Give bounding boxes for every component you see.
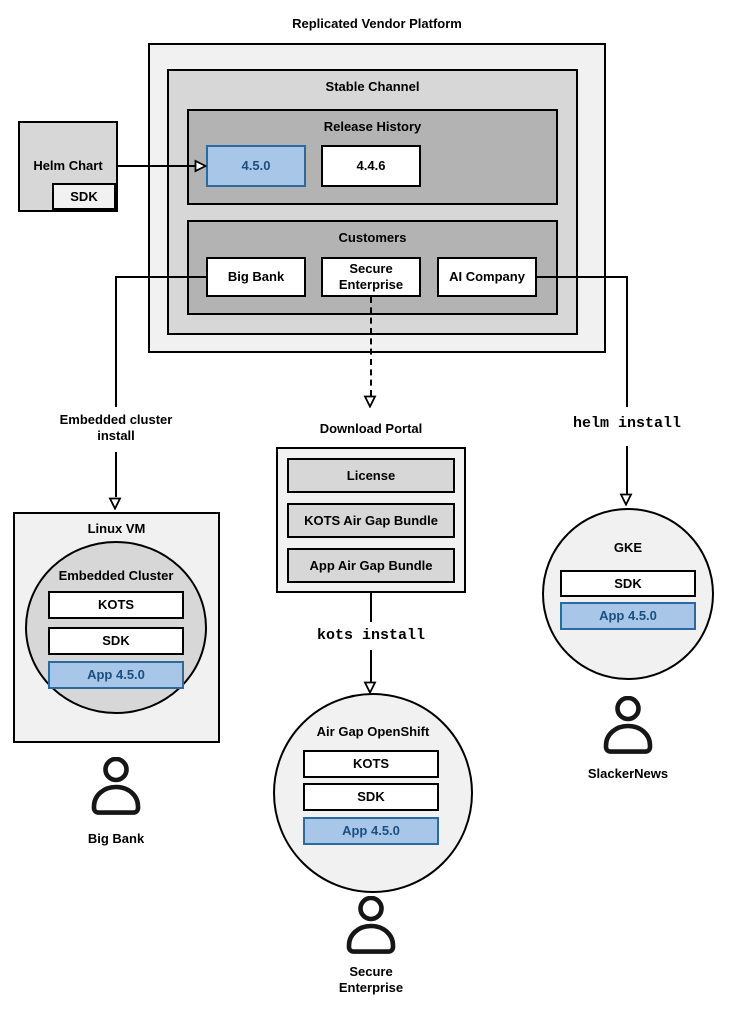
component-kots: KOTS (303, 750, 439, 778)
arrow-down-icon (619, 493, 633, 506)
component-sdk: SDK (48, 627, 184, 655)
arrow-down-icon (108, 497, 122, 510)
airgap-openshift-label: Air Gap OpenShift (316, 724, 430, 739)
user-icon (603, 696, 653, 754)
arrow-right-icon (194, 159, 207, 173)
customer-secure-enterprise: Secure Enterprise (321, 257, 421, 297)
edge-label-kots-install: kots install (316, 627, 426, 644)
ai-company-connector-vline (626, 276, 628, 407)
user-icon (91, 757, 141, 815)
secure-enterprise-dashed-line (370, 297, 372, 396)
gke-label: GKE (613, 540, 643, 555)
user-label-secure-enterprise: Secure Enterprise (338, 964, 404, 996)
embedded-cluster-label: Embedded Cluster (58, 568, 174, 583)
helm-chart-arrow-line (116, 165, 198, 167)
edge-label-helm-install: helm install (572, 415, 682, 432)
release-version-446: 4.4.6 (321, 145, 421, 187)
portal-item-license: License (287, 458, 455, 493)
release-version-450: 4.5.0 (206, 145, 306, 187)
component-kots: KOTS (48, 591, 184, 619)
helm-install-arrow-line (626, 446, 628, 494)
customer-ai-company: AI Company (437, 257, 537, 297)
helm-chart-label: Helm Chart (33, 158, 103, 173)
ai-company-connector-hline (536, 276, 628, 278)
big-bank-arrow-line (115, 452, 117, 497)
big-bank-connector-vline (115, 276, 117, 407)
customer-big-bank: Big Bank (206, 257, 306, 297)
download-portal-label: Download Portal (319, 421, 423, 436)
component-sdk: SDK (560, 570, 696, 597)
portal-item-kots-airgap-bundle: KOTS Air Gap Bundle (287, 503, 455, 538)
customers-label: Customers (338, 230, 407, 245)
helm-chart-sdk-box: SDK (52, 183, 116, 210)
kots-install-arrow-line (370, 650, 372, 683)
stable-channel-label: Stable Channel (325, 79, 420, 94)
arrow-down-icon (363, 395, 377, 408)
diagram-title: Replicated Vendor Platform (292, 16, 462, 31)
portal-out-line (370, 593, 372, 622)
arrow-down-icon (363, 681, 377, 694)
edge-label-embedded-cluster-install: Embedded cluster install (59, 412, 173, 444)
user-label-big-bank: Big Bank (87, 831, 145, 846)
big-bank-connector-hline (115, 276, 207, 278)
user-icon (346, 896, 396, 954)
linux-vm-label: Linux VM (87, 521, 146, 536)
component-app-450: App 4.5.0 (303, 817, 439, 845)
component-app-450: App 4.5.0 (560, 602, 696, 630)
user-label-slackernews: SlackerNews (587, 766, 669, 781)
component-sdk: SDK (303, 783, 439, 811)
release-history-label: Release History (323, 119, 422, 134)
portal-item-app-airgap-bundle: App Air Gap Bundle (287, 548, 455, 583)
component-app-450: App 4.5.0 (48, 661, 184, 689)
